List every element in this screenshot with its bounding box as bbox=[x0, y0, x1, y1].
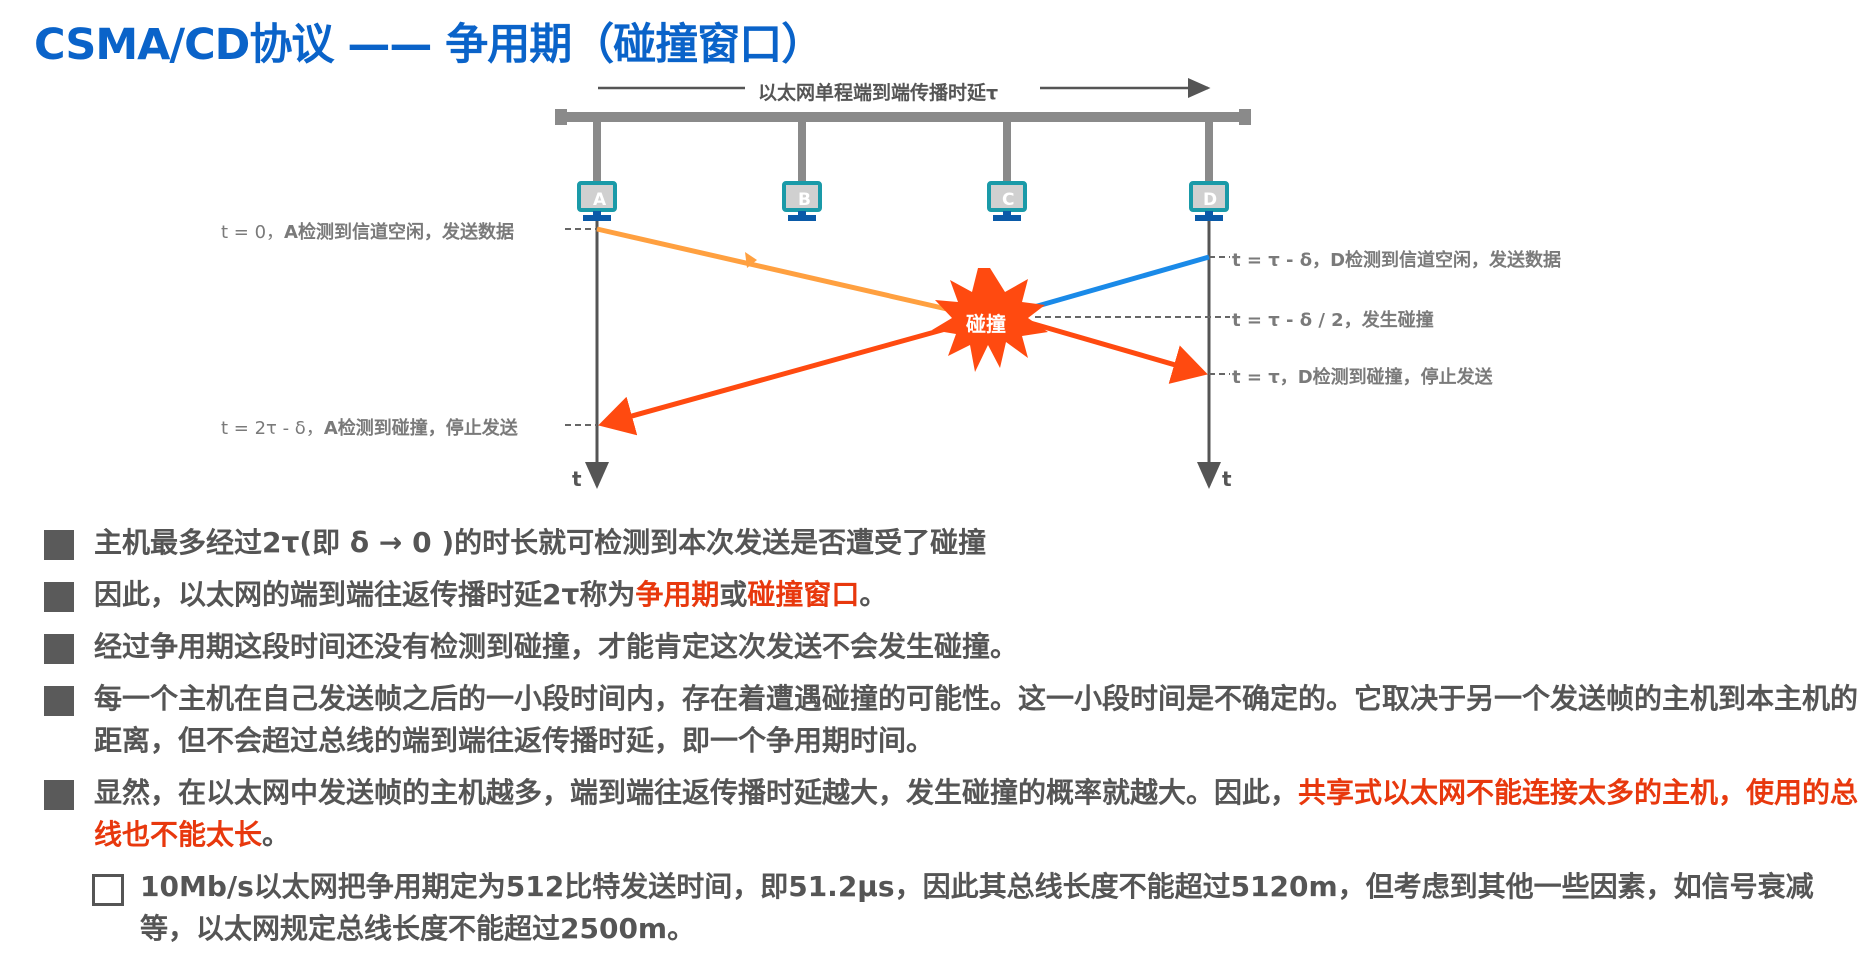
square-bullet-icon bbox=[44, 582, 74, 612]
square-bullet-icon bbox=[44, 530, 74, 560]
collision-label: 碰撞 bbox=[966, 312, 1006, 336]
signal-A bbox=[596, 226, 961, 315]
highlight-term: 共享式以太网不能连接太多的主机，使用的总线也不能太长 bbox=[94, 776, 1859, 851]
bullet-item: 因此，以太网的端到端往返传播时延2τ称为争用期或碰撞窗口。 bbox=[44, 574, 1864, 616]
host-D bbox=[1189, 122, 1229, 221]
hollow-square-bullet-icon bbox=[92, 874, 124, 906]
signal-D bbox=[1019, 254, 1210, 314]
collision-signal-to-A bbox=[598, 322, 961, 436]
host-A bbox=[577, 122, 617, 221]
event-D-send: t = τ - δ，D检测到信道空闲，发送数据 bbox=[1232, 250, 1562, 271]
event-collision: t = τ - δ / 2，发生碰撞 bbox=[1232, 310, 1434, 331]
collision-burst-icon bbox=[932, 268, 1048, 372]
event-A-send: t = 0，A检测到信道空闲，发送数据 bbox=[221, 222, 514, 243]
sub-bullet-item: 10Mb/s以太网把争用期定为512比特发送时间，即51.2μs，因此其总线长度… bbox=[92, 866, 1864, 950]
square-bullet-icon bbox=[44, 634, 74, 664]
event-ticks bbox=[565, 228, 1230, 426]
host-label-B: B bbox=[798, 190, 811, 210]
time-label-A: t bbox=[572, 467, 582, 491]
host-B bbox=[782, 122, 822, 221]
bullet-item: 显然，在以太网中发送帧的主机越多，端到端往返传播时延越大，发生碰撞的概率就越大。… bbox=[44, 772, 1864, 856]
square-bullet-icon bbox=[44, 686, 74, 716]
bullet-list: 主机最多经过2τ(即 δ → 0 )的时长就可检测到本次发送是否遭受了碰撞 因此… bbox=[44, 522, 1864, 960]
host-label-D: D bbox=[1203, 190, 1218, 210]
bullet-item: 主机最多经过2τ(即 δ → 0 )的时长就可检测到本次发送是否遭受了碰撞 bbox=[44, 522, 1864, 564]
host-label-C: C bbox=[1002, 190, 1015, 210]
propagation-delay-label: 以太网单程端到端传播时延τ bbox=[758, 82, 999, 104]
bullet-item: 经过争用期这段时间还没有检测到碰撞，才能肯定这次发送不会发生碰撞。 bbox=[44, 626, 1864, 668]
host-C bbox=[987, 122, 1027, 221]
csma-cd-collision-diagram bbox=[555, 78, 1251, 489]
event-A-detect: t = 2τ - δ，A检测到碰撞，停止发送 bbox=[221, 418, 518, 439]
highlight-term: 碰撞窗口 bbox=[747, 578, 860, 611]
highlight-term: 争用期 bbox=[635, 578, 720, 611]
page-title: CSMA/CD协议 —— 争用期（碰撞窗口） bbox=[34, 20, 824, 70]
bullet-item: 每一个主机在自己发送帧之后的一小段时间内，存在着遭遇碰撞的可能性。这一小段时间是… bbox=[44, 678, 1864, 762]
time-label-D: t bbox=[1222, 467, 1232, 491]
event-D-detect: t = τ，D检测到碰撞，停止发送 bbox=[1232, 367, 1493, 388]
square-bullet-icon bbox=[44, 780, 74, 810]
ethernet-bus bbox=[555, 109, 1251, 125]
collision-signal-to-D bbox=[1019, 317, 1208, 384]
host-label-A: A bbox=[593, 190, 607, 210]
